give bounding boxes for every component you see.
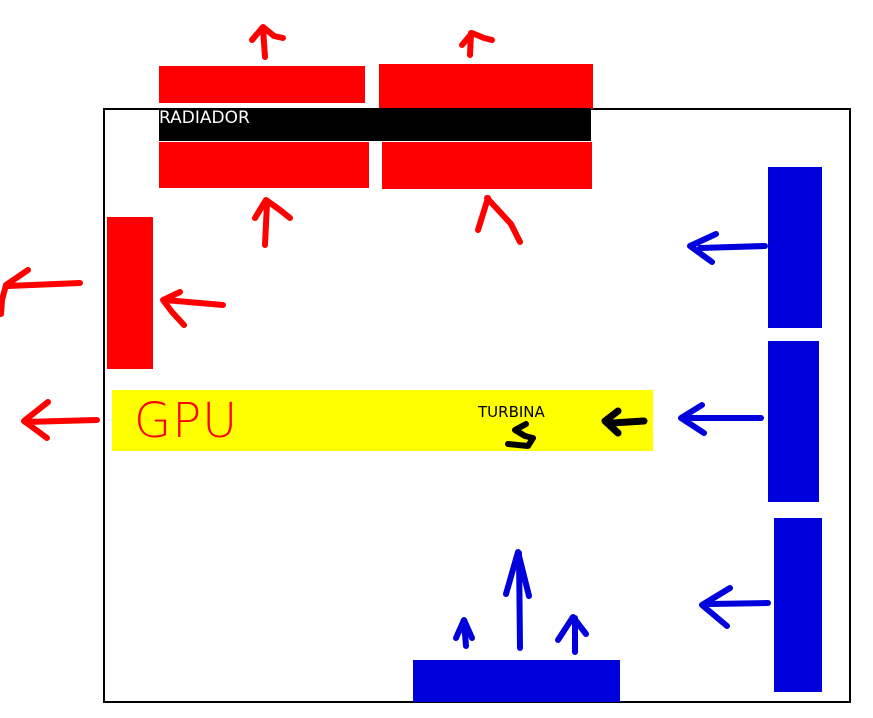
bottom-intake-fan <box>413 660 620 702</box>
radiator-label: RADIADOR <box>159 108 250 128</box>
arrow-icon <box>249 24 286 60</box>
front-intake-fan-top <box>768 167 822 328</box>
front-intake-fan-middle <box>768 341 819 502</box>
radiator-fan-bottom-left <box>159 142 369 188</box>
gpu-card: GPU TURBINA <box>112 390 653 451</box>
arrow-icon <box>21 399 100 441</box>
turbine-label: TURBINA <box>478 403 545 421</box>
radiator-fan-bottom-right <box>382 142 592 189</box>
rear-exhaust-fan <box>107 217 153 369</box>
radiator-fan-top-left <box>159 66 365 103</box>
front-intake-fan-bottom <box>774 518 822 692</box>
gpu-label: GPU <box>134 393 239 449</box>
radiator: RADIADOR <box>159 108 591 141</box>
radiator-fan-top-right <box>379 64 593 109</box>
arrow-icon <box>459 30 495 58</box>
arrow-icon <box>0 267 83 317</box>
